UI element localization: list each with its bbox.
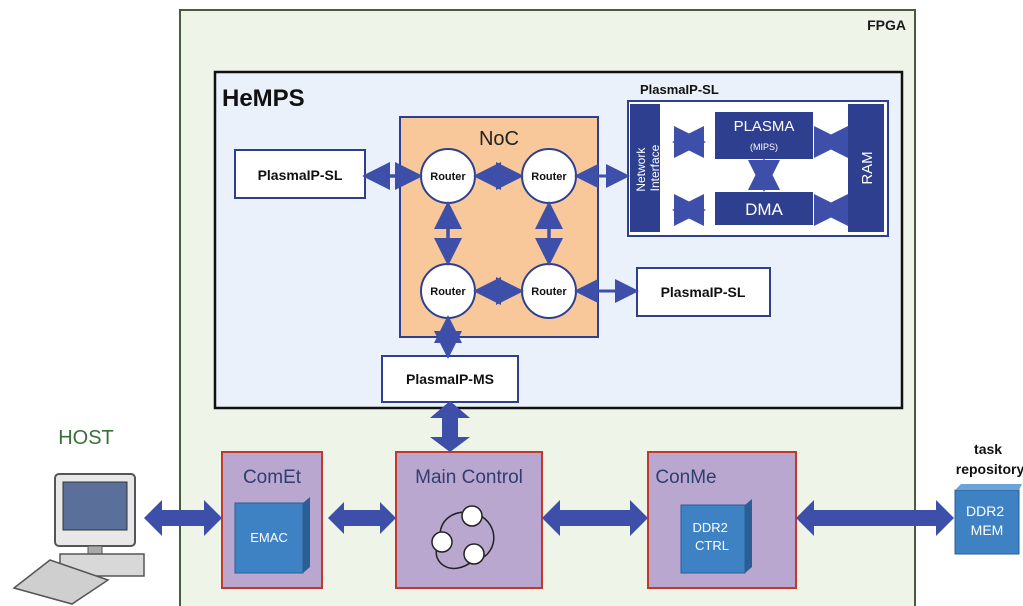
ddr2-mem-depth: [955, 484, 1022, 490]
plasma-detail-header: PlasmaIP-SL: [640, 82, 719, 97]
noc-title: NoC: [479, 128, 519, 150]
ddr2-mem-label: DDR2 MEM: [966, 503, 1008, 538]
ddr2-ctrl-depth: [745, 499, 752, 573]
plasma-ip-sl-left: [234, 149, 366, 199]
fpga-label: FPGA: [867, 17, 906, 33]
main-control-title: Main Control: [415, 467, 523, 488]
host-label: HOST: [58, 427, 114, 449]
plasma-ip-ms: [381, 355, 519, 403]
svg-text:Router: Router: [531, 171, 567, 183]
plasma-ip-sl-left-label: PlasmaIP-SL: [258, 167, 343, 183]
plasma-ip-sl-right: [636, 267, 771, 317]
svg-text:Router: Router: [430, 171, 466, 183]
host-computer-icon: [12, 473, 145, 605]
plasma-block: [715, 112, 813, 159]
ram-block: [848, 104, 884, 232]
arrow-conme-repository: [796, 500, 954, 536]
noc-links: [434, 162, 563, 305]
router-bottom-left: Router: [420, 263, 476, 319]
plasma-label: PLASMA: [734, 118, 795, 135]
svg-text:Router: Router: [430, 286, 466, 298]
ddr2-ctrl-block: [680, 504, 746, 574]
dma-block: [715, 192, 813, 225]
emac-block: [234, 502, 304, 574]
arrow-comet-main-control: [328, 502, 396, 534]
state-machine-icon: [431, 505, 495, 570]
comet-title: ComEt: [243, 467, 302, 488]
ddr2-ctrl-label: DDR2 CTRL: [692, 520, 731, 553]
task-repository-label: task repository: [956, 441, 1023, 477]
network-interface-block: [630, 104, 660, 232]
ram-label: RAM: [859, 151, 876, 184]
arrow-host-comet: [144, 500, 222, 536]
router-bottom-right: Router: [521, 263, 577, 319]
hemps-title: HeMPS: [222, 85, 305, 112]
arrow-ms-main-control: [430, 401, 470, 452]
dma-label: DMA: [745, 200, 783, 219]
router-top-left: Router: [420, 148, 476, 204]
emac-depth: [303, 497, 310, 573]
network-interface-label: Network Interface: [634, 144, 662, 191]
router-top-right: Router: [521, 148, 577, 204]
mips-label: (MIPS): [750, 142, 778, 152]
arrow-main-control-conme: [542, 500, 648, 536]
svg-text:Router: Router: [531, 286, 567, 298]
plasma-ip-ms-label: PlasmaIP-MS: [406, 371, 494, 387]
plasma-detail-arrows: [672, 126, 848, 226]
emac-label: EMAC: [250, 530, 288, 545]
plasma-ip-sl-right-label: PlasmaIP-SL: [661, 284, 746, 300]
ddr2-mem-block: [954, 489, 1020, 555]
conme-title: ConMe: [655, 467, 716, 488]
